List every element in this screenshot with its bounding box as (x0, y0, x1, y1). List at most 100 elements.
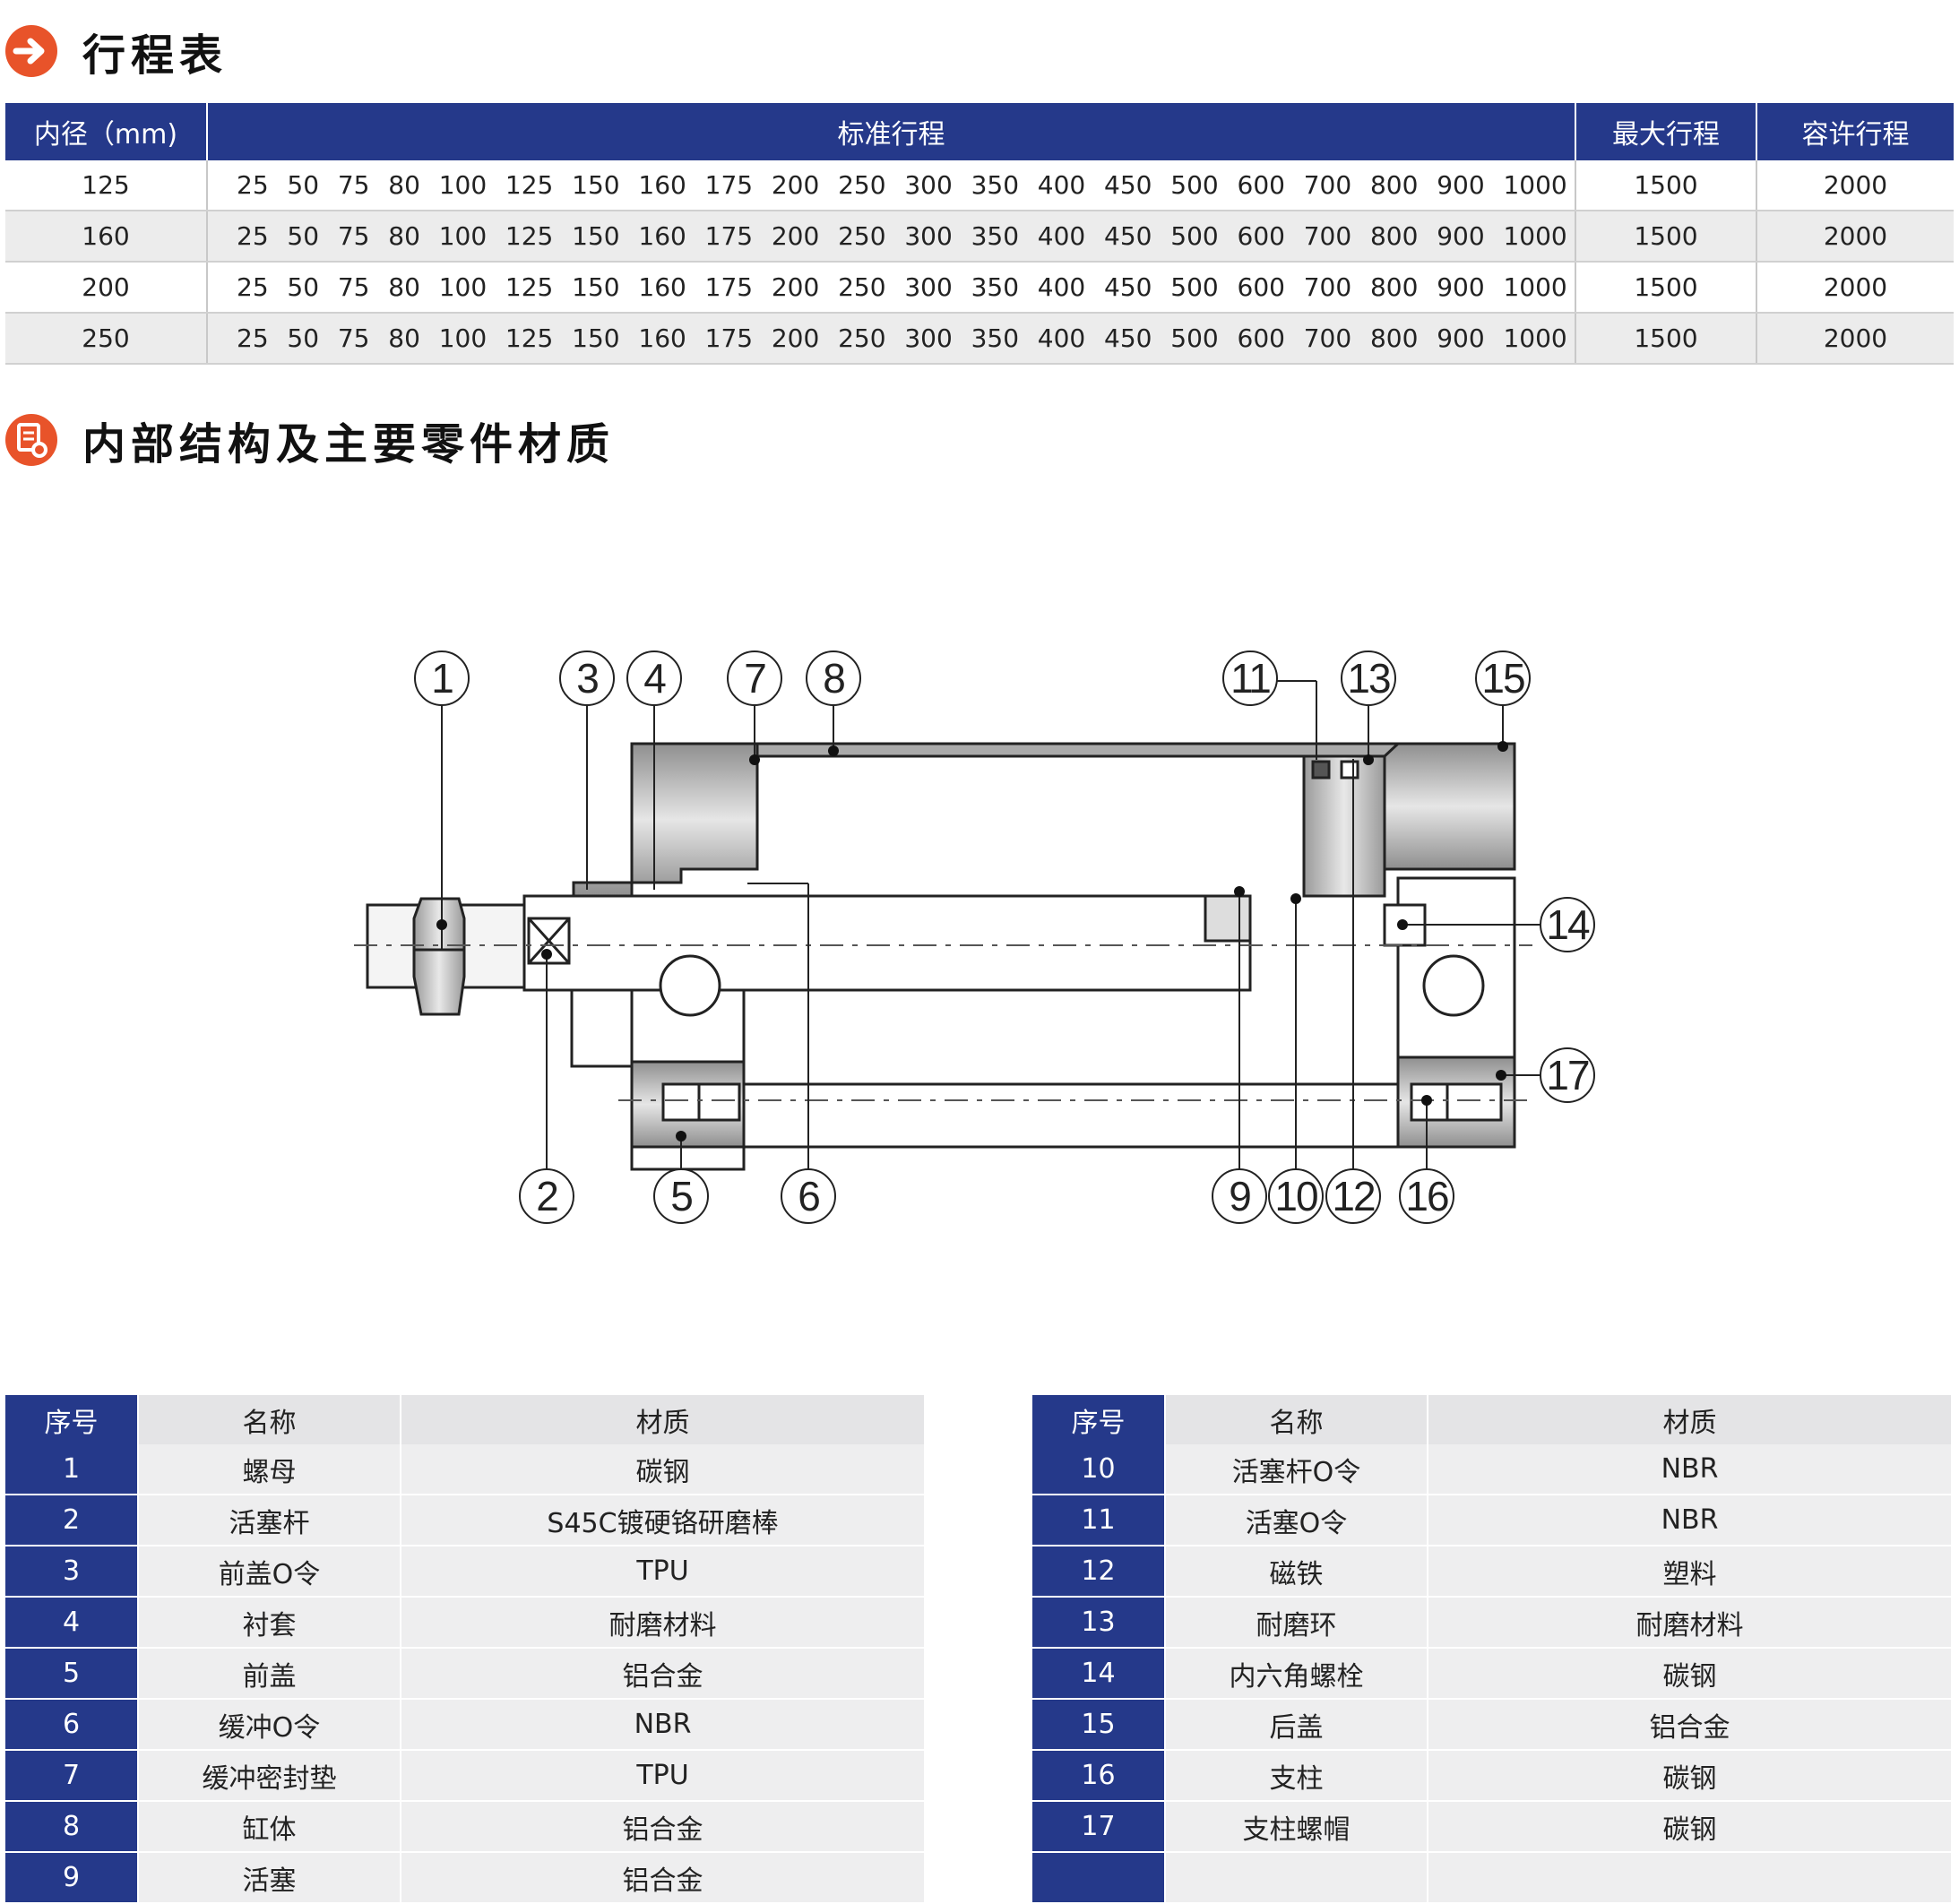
stroke-value: 75 (337, 170, 370, 200)
stroke-value: 25 (237, 272, 269, 302)
stroke-value: 250 (838, 221, 886, 251)
stroke-value: 50 (287, 323, 320, 353)
stroke-value: 175 (704, 170, 754, 200)
part-material-cell: 碳钢 (1428, 1648, 1953, 1700)
part-name-cell: 活塞O令 (1165, 1495, 1428, 1546)
part-name-cell: 支柱 (1165, 1750, 1428, 1802)
stroke-value: 700 (1303, 272, 1352, 302)
part-number-cell: 9 (5, 1852, 139, 1904)
max-stroke-header: 最大行程 (1575, 103, 1757, 160)
stroke-value: 250 (838, 323, 886, 353)
stroke-value: 160 (638, 272, 686, 302)
stroke-value: 1000 (1503, 170, 1567, 200)
stroke-value: 400 (1037, 170, 1086, 200)
stroke-value: 900 (1437, 221, 1485, 251)
standard-stroke-header: 标准行程 (207, 103, 1576, 160)
part-material-cell: NBR (1428, 1444, 1953, 1495)
part-name-cell: 缓冲O令 (138, 1699, 401, 1751)
stroke-value: 125 (505, 170, 554, 200)
part-material-cell: 铝合金 (401, 1852, 926, 1904)
part-number-cell: 16 (1032, 1750, 1166, 1802)
part-name-cell: 耐磨环 (1165, 1597, 1428, 1649)
stroke-value: 160 (638, 170, 686, 200)
part-name-cell: 内六角螺栓 (1165, 1648, 1428, 1700)
arrow-right-icon (5, 25, 57, 77)
stroke-value: 900 (1437, 323, 1485, 353)
callout-number: 9 (1212, 1168, 1267, 1224)
part-material-cell: 碳钢 (1428, 1801, 1953, 1853)
stroke-value: 100 (438, 323, 488, 353)
stroke-value: 25 (237, 221, 269, 251)
stroke-value: 450 (1104, 170, 1152, 200)
stroke-table: 内径（mm) 标准行程 最大行程 容许行程 125 25 50 75 80 100 125 1… (5, 103, 1954, 365)
part-name-cell: 支柱螺帽 (1165, 1801, 1428, 1853)
part-name-cell: 后盖 (1165, 1699, 1428, 1751)
document-gear-icon (5, 414, 57, 466)
part-material-cell: NBR (1428, 1495, 1953, 1546)
stroke-value: 600 (1237, 221, 1285, 251)
stroke-value: 400 (1037, 323, 1086, 353)
bore-cell: 125 (5, 160, 208, 211)
part-material-cell: 耐磨材料 (401, 1597, 926, 1649)
stroke-value: 150 (572, 323, 620, 353)
part-material-cell: 铝合金 (1428, 1699, 1953, 1751)
stroke-value: 80 (388, 272, 420, 302)
part-material-cell: TPU (401, 1546, 926, 1598)
part-number-cell: 4 (5, 1597, 139, 1649)
stroke-value: 75 (337, 221, 370, 251)
callout-number: 11 (1222, 650, 1278, 706)
callout-number: 5 (653, 1168, 709, 1224)
part-number-cell: 10 (1032, 1444, 1166, 1495)
stroke-value: 500 (1170, 323, 1219, 353)
no-header: 序号 (5, 1395, 139, 1444)
part-name-cell: 前盖O令 (138, 1546, 401, 1598)
stroke-value: 200 (771, 221, 820, 251)
nut-part (366, 897, 526, 1016)
stroke-value: 25 (237, 323, 269, 353)
part-material-cell: 碳钢 (401, 1444, 926, 1495)
stroke-value: 125 (505, 323, 554, 353)
stroke-value: 500 (1170, 272, 1219, 302)
stroke-value: 175 (704, 272, 754, 302)
stroke-value: 50 (287, 272, 320, 302)
stroke-value: 250 (838, 170, 886, 200)
stroke-value: 800 (1369, 170, 1419, 200)
stroke-section-title: 行程表 (5, 20, 228, 82)
part-name-cell: 缓冲密封垫 (138, 1750, 401, 1802)
stroke-value: 350 (971, 221, 1020, 251)
callout-number: 13 (1341, 650, 1396, 706)
stroke-value: 150 (572, 221, 620, 251)
stroke-value: 450 (1104, 221, 1152, 251)
structure-section-title: 内部结构及主要零件材质 (5, 409, 615, 471)
part-name-cell: 衬套 (138, 1597, 401, 1649)
callout-number: 12 (1325, 1168, 1381, 1224)
callout-number: 1 (414, 650, 470, 706)
max-stroke-cell: 1500 (1575, 313, 1757, 365)
callout-number: 4 (626, 650, 682, 706)
stroke-value: 250 (838, 272, 886, 302)
callout-number: 10 (1268, 1168, 1324, 1224)
part-material-cell: TPU (401, 1750, 926, 1802)
part-name-cell: 前盖 (138, 1648, 401, 1700)
stroke-value: 600 (1237, 272, 1285, 302)
stroke-value: 300 (904, 221, 953, 251)
stroke-value: 50 (287, 170, 320, 200)
part-name-cell: 活塞杆O令 (1165, 1444, 1428, 1495)
part-number-cell (1032, 1852, 1166, 1904)
part-number-cell: 6 (5, 1699, 139, 1751)
callout-number: 8 (806, 650, 861, 706)
bore-cell: 200 (5, 262, 208, 314)
part-name-cell: 活塞杆 (138, 1495, 401, 1546)
part-number-cell: 8 (5, 1801, 139, 1853)
stroke-header-row: 内径（mm) 标准行程 最大行程 容许行程 (5, 103, 1954, 160)
